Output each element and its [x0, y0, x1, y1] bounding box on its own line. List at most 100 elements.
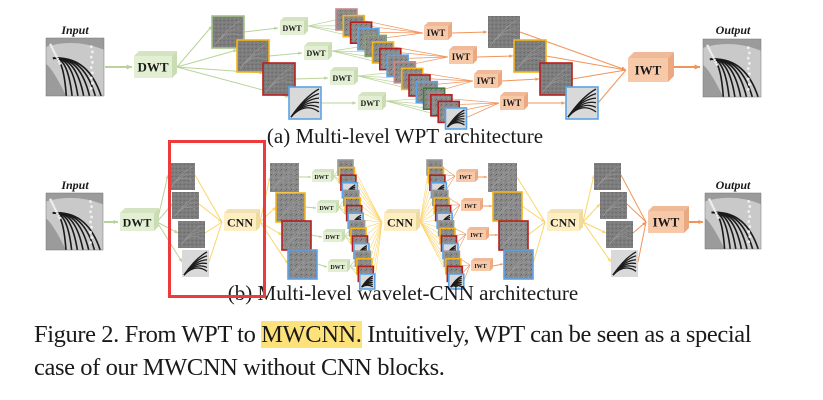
reconstructed-feature-b-0 — [488, 163, 517, 192]
wing-spot — [90, 225, 93, 229]
block-top-face — [467, 227, 489, 230]
arrow-head — [484, 175, 487, 179]
branch-line — [357, 189, 383, 223]
block-front-face — [474, 74, 498, 88]
reconstructed-subband-a-3 — [565, 86, 599, 120]
wing-spot — [55, 55, 58, 58]
arrow-head — [218, 218, 222, 222]
wing-spot — [53, 207, 57, 211]
arrow-head — [274, 26, 278, 31]
block-front-face — [323, 232, 342, 242]
dwt-block-b-level2-2-label: DWT — [325, 235, 339, 241]
output-subband-b-0 — [594, 163, 621, 190]
block-side-face — [154, 208, 159, 231]
iwt-block-a-level2-2-label: IWT — [477, 76, 496, 86]
block-front-face — [304, 46, 328, 60]
wing-spot — [58, 62, 62, 65]
wing-spot — [748, 72, 751, 76]
dwt-block-a-main: DWT — [134, 51, 177, 78]
branch-line — [626, 203, 647, 223]
texture-line — [265, 80, 293, 93]
texture-line — [272, 179, 297, 190]
wing-spot — [746, 56, 750, 60]
branch-line — [545, 55, 627, 71]
block-side-face — [684, 206, 689, 233]
block-side-face — [416, 209, 420, 231]
block-top-face — [312, 169, 334, 172]
branch-line — [582, 221, 612, 263]
wing-spot — [748, 225, 752, 229]
level1-subband-a-1 — [236, 39, 270, 73]
branch-line — [373, 221, 383, 274]
block-front-face — [328, 262, 347, 272]
arrow-head — [495, 233, 498, 237]
branch-line — [457, 233, 467, 251]
output-label-a: Output — [716, 23, 751, 37]
branch-line — [367, 221, 383, 244]
input-image-a — [45, 37, 105, 97]
photo-frame — [702, 38, 762, 98]
wing-spot — [89, 87, 93, 90]
wing-spot — [707, 46, 711, 50]
level1-subband-b-1 — [172, 192, 199, 219]
block-top-face — [471, 258, 493, 261]
wing-spot — [91, 50, 94, 54]
dwt-block-b-level2-0: DWT — [312, 169, 334, 182]
dwt-block-a-level2-2: DWT — [330, 67, 358, 85]
texture-line — [516, 57, 544, 70]
block-side-face — [524, 92, 528, 110]
block-side-face — [328, 42, 332, 60]
arrow-head — [278, 231, 282, 235]
iwt-block-a-level2-1-label: IWT — [452, 52, 471, 62]
wing-spot — [50, 45, 54, 49]
dwt-block-b-level2-1-label: DWT — [319, 206, 333, 212]
texture-line — [542, 80, 570, 93]
block-top-face — [461, 198, 483, 201]
branch-line — [363, 25, 424, 34]
branch-line — [521, 205, 546, 223]
block-side-face — [475, 169, 478, 182]
dwt-block-b-level2-0-label: DWT — [314, 175, 328, 181]
arrow-head — [113, 219, 118, 225]
iwt-block-b-level2-1: IWT — [461, 198, 483, 211]
subcaption-b: (b) Multi-level wavelet-CNN architecture — [228, 281, 578, 305]
wing-spot — [708, 198, 711, 202]
photo-frame — [45, 192, 104, 251]
block-front-face — [317, 203, 336, 213]
texture-line — [239, 57, 267, 70]
arrow-head — [602, 229, 606, 234]
block-side-face — [331, 169, 334, 182]
iwt-block-b-level2-2-label: IWT — [470, 233, 482, 239]
dwt-block-a-level2-0-label: DWT — [282, 24, 302, 33]
branch-line — [443, 97, 500, 104]
wing-spot — [706, 44, 709, 48]
iwt-block-b-level2-2: IWT — [467, 227, 489, 240]
branch-line — [597, 69, 627, 104]
level2-subband-b-15 — [358, 273, 376, 290]
cnn-output-subband-b-15 — [447, 273, 465, 290]
annotation-highlight-box — [168, 140, 266, 298]
wing-spot — [49, 43, 52, 47]
branch-line — [364, 221, 383, 229]
branch-line — [370, 221, 383, 259]
wing-spot — [51, 203, 55, 206]
block-side-face — [304, 17, 308, 35]
block-top-face — [449, 46, 477, 50]
cnn-block-b-1: CNN — [224, 209, 260, 231]
dwt-block-a-level2-3: DWT — [358, 92, 386, 110]
wing-spot — [89, 76, 93, 80]
block-side-face — [498, 70, 502, 88]
branch-line — [462, 264, 471, 274]
branch-line — [519, 31, 627, 71]
wing-spot — [748, 82, 751, 86]
branch-line — [358, 197, 383, 223]
wing-spot — [748, 61, 751, 65]
branch-line — [446, 175, 456, 190]
block-top-face — [330, 67, 358, 71]
branch-line — [374, 221, 383, 282]
wing-spot — [50, 200, 53, 204]
block-front-face — [500, 96, 524, 110]
block-top-face — [547, 209, 583, 213]
level2-subband-a-15 — [444, 107, 468, 130]
arrow-to-recon — [476, 55, 514, 58]
